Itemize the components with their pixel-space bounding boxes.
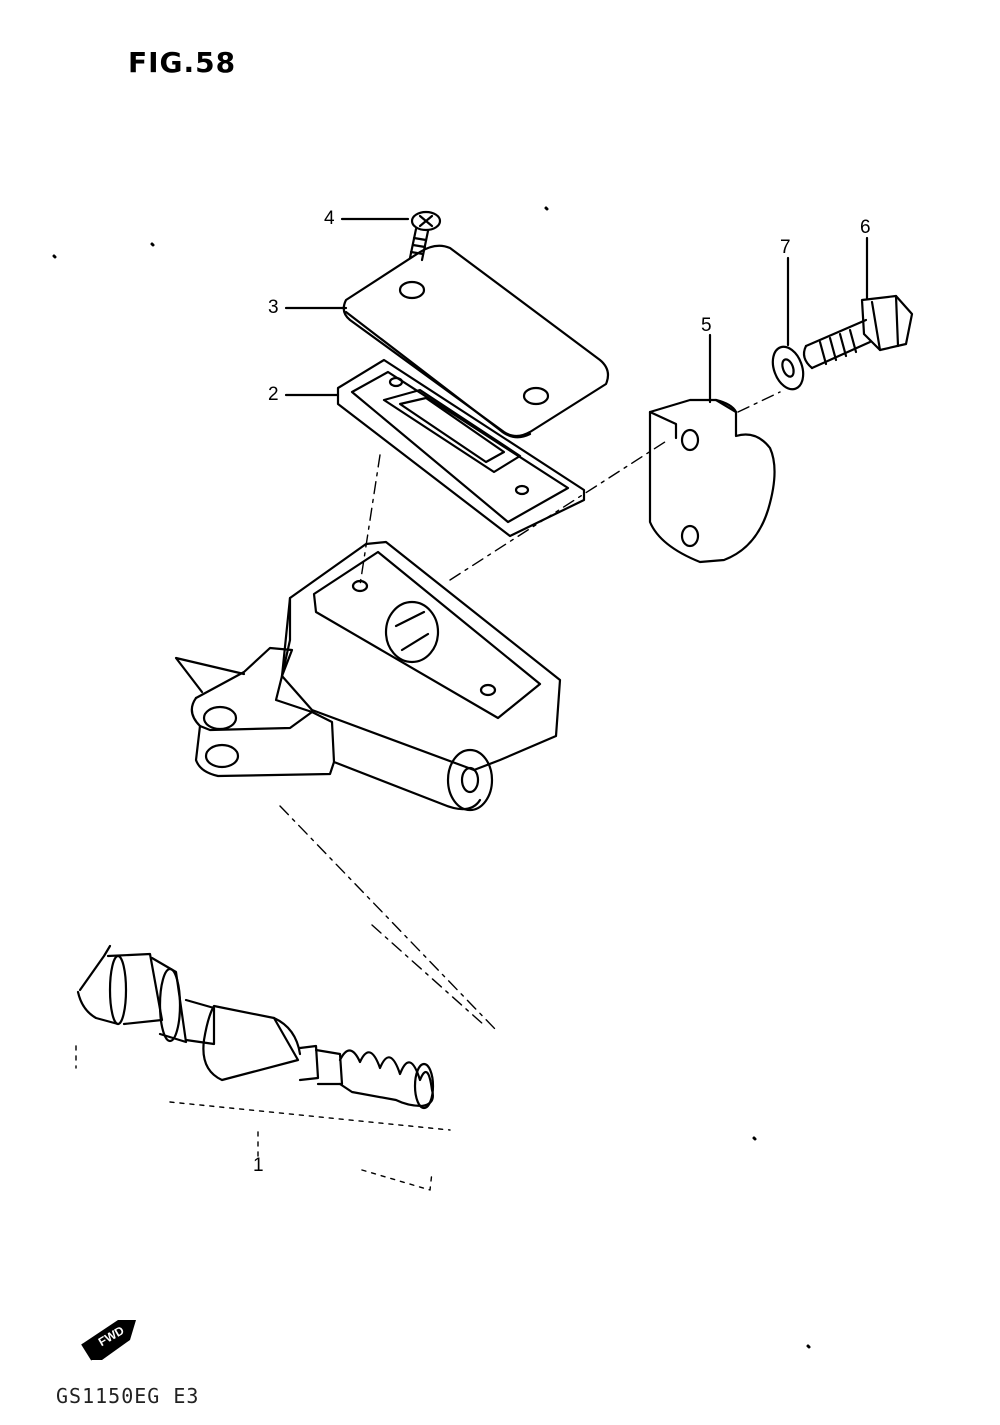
part-1-piston-kit <box>75 944 451 1191</box>
model-code: GS1150EG E3 <box>56 1384 200 1408</box>
callout-4: 4 <box>324 208 335 229</box>
callout-1: 1 <box>253 1155 264 1176</box>
figure-title: FIG.58 <box>128 46 237 79</box>
center-lines <box>279 391 781 1031</box>
part-7-washer <box>771 345 805 391</box>
part-4-screw <box>408 210 442 262</box>
callout-5: 5 <box>701 315 712 336</box>
part-6-bolt <box>802 294 914 370</box>
callout-6: 6 <box>860 217 871 238</box>
scan-specks <box>52 206 811 1349</box>
callout-2: 2 <box>268 384 279 405</box>
part-3-reservoir-cap <box>342 244 610 439</box>
part-2-diaphragm <box>336 358 586 538</box>
forward-arrow-icon: FWD <box>81 1320 136 1361</box>
callout-3: 3 <box>268 297 279 318</box>
master-cylinder-body <box>174 540 562 812</box>
callout-7: 7 <box>780 237 791 258</box>
part-5-clamp <box>648 398 776 564</box>
